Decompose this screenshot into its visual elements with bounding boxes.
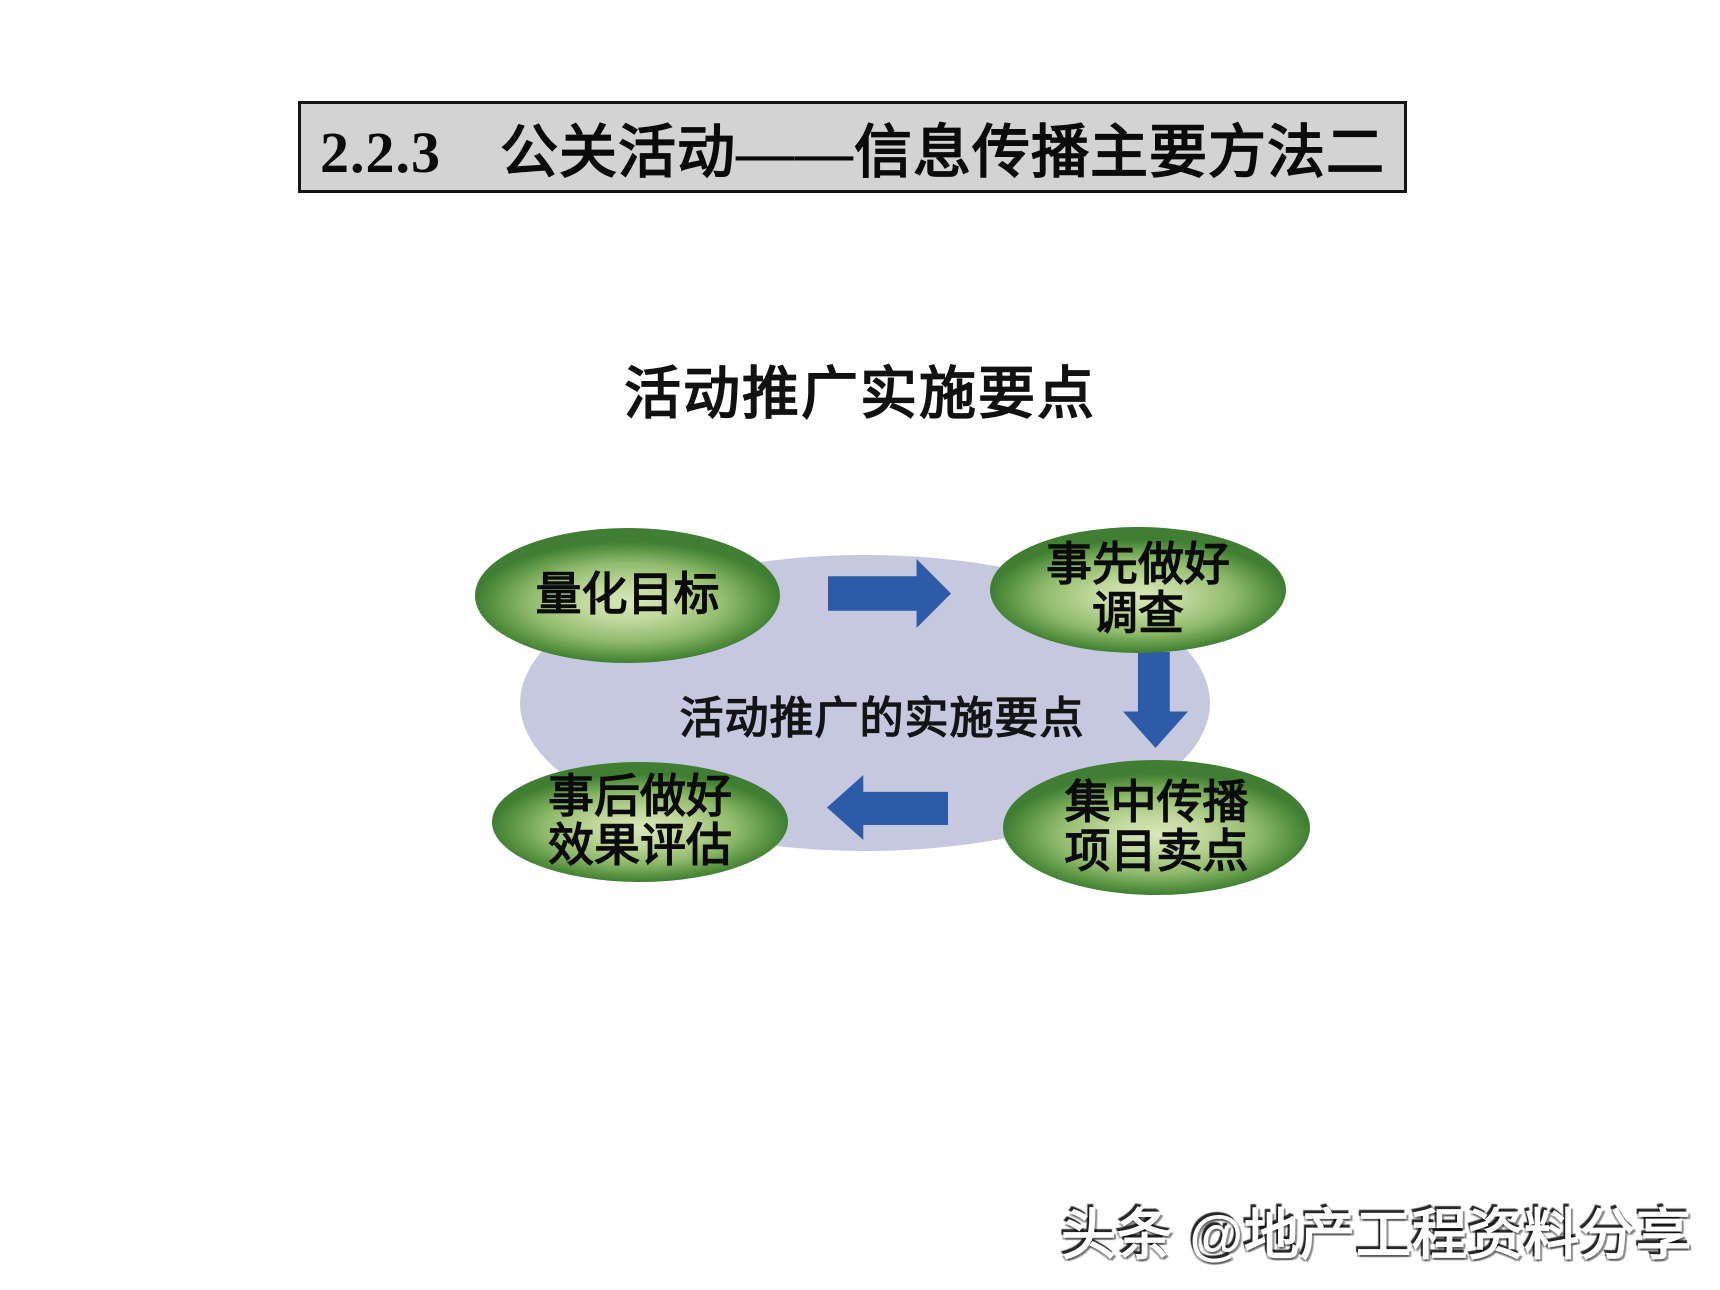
node-label-line: 事后做好 bbox=[548, 771, 732, 823]
title-bar: 2.2.3 公关活动——信息传播主要方法二 bbox=[298, 101, 1407, 193]
node-quantify-goals: 量化目标 bbox=[475, 528, 780, 663]
slide-title: 2.2.3 公关活动——信息传播主要方法二 bbox=[319, 120, 1385, 185]
section-heading: 活动推广实施要点 bbox=[624, 363, 1096, 426]
diagram-center-label: 活动推广的实施要点 bbox=[679, 694, 1085, 743]
node-focus-selling-points: 集中传播 项目卖点 bbox=[1003, 760, 1310, 895]
node-label-line: 项目卖点 bbox=[1064, 825, 1249, 877]
node-label-line: 集中传播 bbox=[1064, 776, 1249, 828]
node-label-line: 效果评估 bbox=[548, 820, 732, 871]
watermark: 头条 @地产工程资料分享 bbox=[1061, 1204, 1692, 1266]
node-label-line: 事先做好 bbox=[1046, 539, 1230, 591]
node-advance-research: 事先做好 调查 bbox=[990, 527, 1286, 653]
node-post-event-evaluation: 事后做好 效果评估 bbox=[492, 762, 788, 882]
node-label-line: 量化目标 bbox=[535, 569, 720, 621]
node-label-line: 调查 bbox=[1092, 588, 1184, 639]
